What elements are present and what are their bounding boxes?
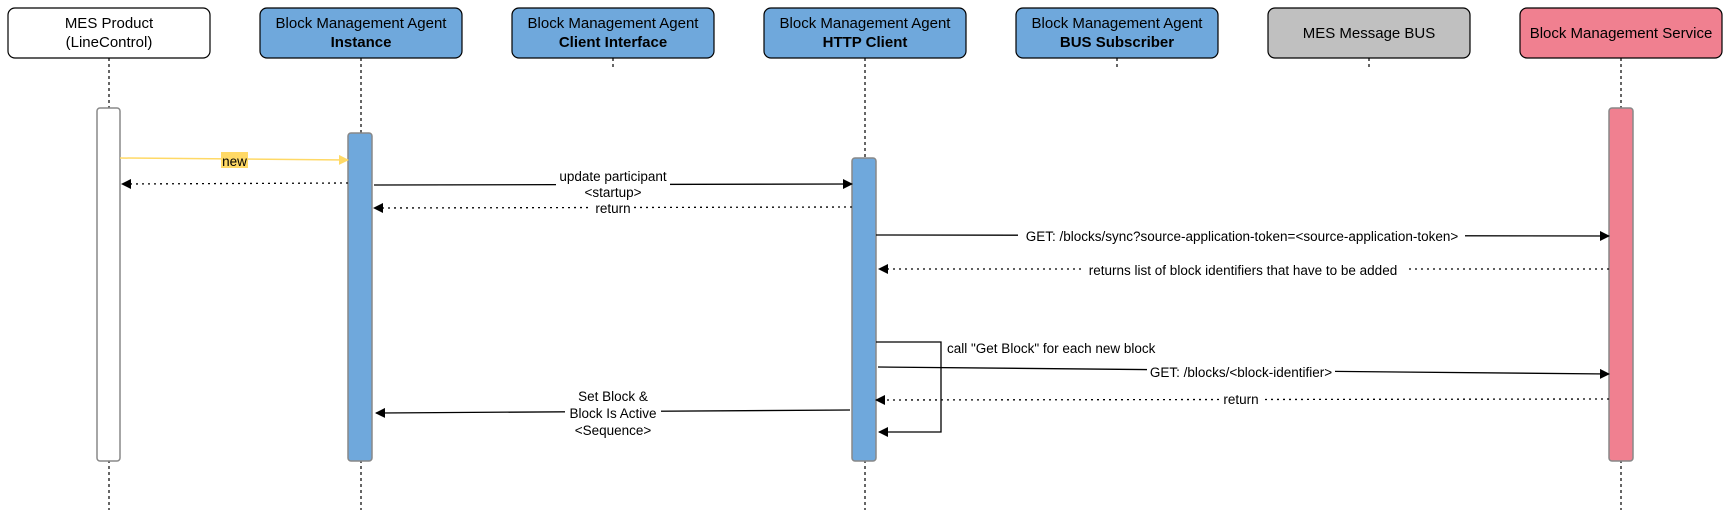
- set-block-label-bg: [565, 390, 661, 440]
- new-label: new: [222, 154, 247, 169]
- get-block-label: GET: /blocks/<block-identifier>: [1150, 365, 1332, 380]
- update-participant-label-bg: [556, 168, 670, 203]
- participant-name: Block Management Agent: [528, 15, 700, 32]
- return-get-block-label: return: [1223, 392, 1258, 407]
- activation-http-client: [851, 157, 877, 462]
- participant-http-client: Block Management Agent HTTP Client: [763, 7, 967, 59]
- participant-box: [1015, 7, 1219, 59]
- new-label-bg: [221, 152, 248, 168]
- return-label-bg: [592, 202, 634, 216]
- returns-list-label: returns list of block identifiers that h…: [1089, 263, 1397, 278]
- participant-name: MES Product: [65, 15, 154, 32]
- lifelines: [108, 58, 1622, 510]
- activation-mes-product: [96, 107, 121, 462]
- activation-block-management-service: [1608, 107, 1634, 462]
- participant-box: [1519, 7, 1723, 59]
- return-get-block-label-bg: [1220, 393, 1262, 407]
- get-sync-label: GET: /blocks/sync?source-application-tok…: [1026, 229, 1459, 244]
- return-to-instance-arrow: [373, 202, 853, 213]
- participant-block-management-service: Block Management Service: [1519, 7, 1723, 59]
- get-sync-label-bg: [1018, 228, 1465, 244]
- startup-label: <startup>: [584, 185, 641, 200]
- self-call-label: call "Get Block" for each new block: [947, 341, 1156, 356]
- set-block-label-line2: Block Is Active: [569, 406, 656, 421]
- participant-agent-instance: Block Management Agent Instance: [259, 7, 463, 59]
- participant-box: [763, 7, 967, 59]
- participant-subname: HTTP Client: [823, 34, 908, 51]
- participant-subname: Client Interface: [559, 34, 667, 51]
- participant-name: Block Management Agent: [276, 15, 448, 32]
- return-label: return: [595, 201, 630, 216]
- participant-client-interface: Block Management Agent Client Interface: [511, 7, 715, 59]
- participant-box: [1267, 7, 1471, 59]
- participant-box: [7, 7, 211, 59]
- participant-box: [259, 7, 463, 59]
- participant-subname: Instance: [331, 34, 392, 51]
- participant-name: Block Management Agent: [780, 15, 952, 32]
- participant-mes-message-bus: MES Message BUS: [1267, 7, 1471, 59]
- participant-subname: (LineControl): [66, 34, 153, 51]
- self-call-arrow: [876, 341, 942, 437]
- participant-name: MES Message BUS: [1303, 25, 1436, 42]
- return-to-mes-arrow: [121, 178, 349, 189]
- participant-box: [511, 7, 715, 59]
- set-block-label-line1: Set Block &: [578, 389, 648, 404]
- get-block-label-bg: [1147, 364, 1335, 380]
- update-participant-label: update participant: [559, 169, 667, 184]
- participant-subname: BUS Subscriber: [1060, 34, 1174, 51]
- participant-name: Block Management Service: [1530, 25, 1713, 42]
- set-block-label-line3: <Sequence>: [575, 423, 652, 438]
- activation-agent-instance: [347, 132, 373, 462]
- participant-bus-subscriber: Block Management Agent BUS Subscriber: [1015, 7, 1219, 59]
- returns-list-label-bg: [1081, 262, 1405, 278]
- participant-name: Block Management Agent: [1032, 15, 1204, 32]
- participant-mes-product: MES Product (LineControl): [7, 7, 211, 59]
